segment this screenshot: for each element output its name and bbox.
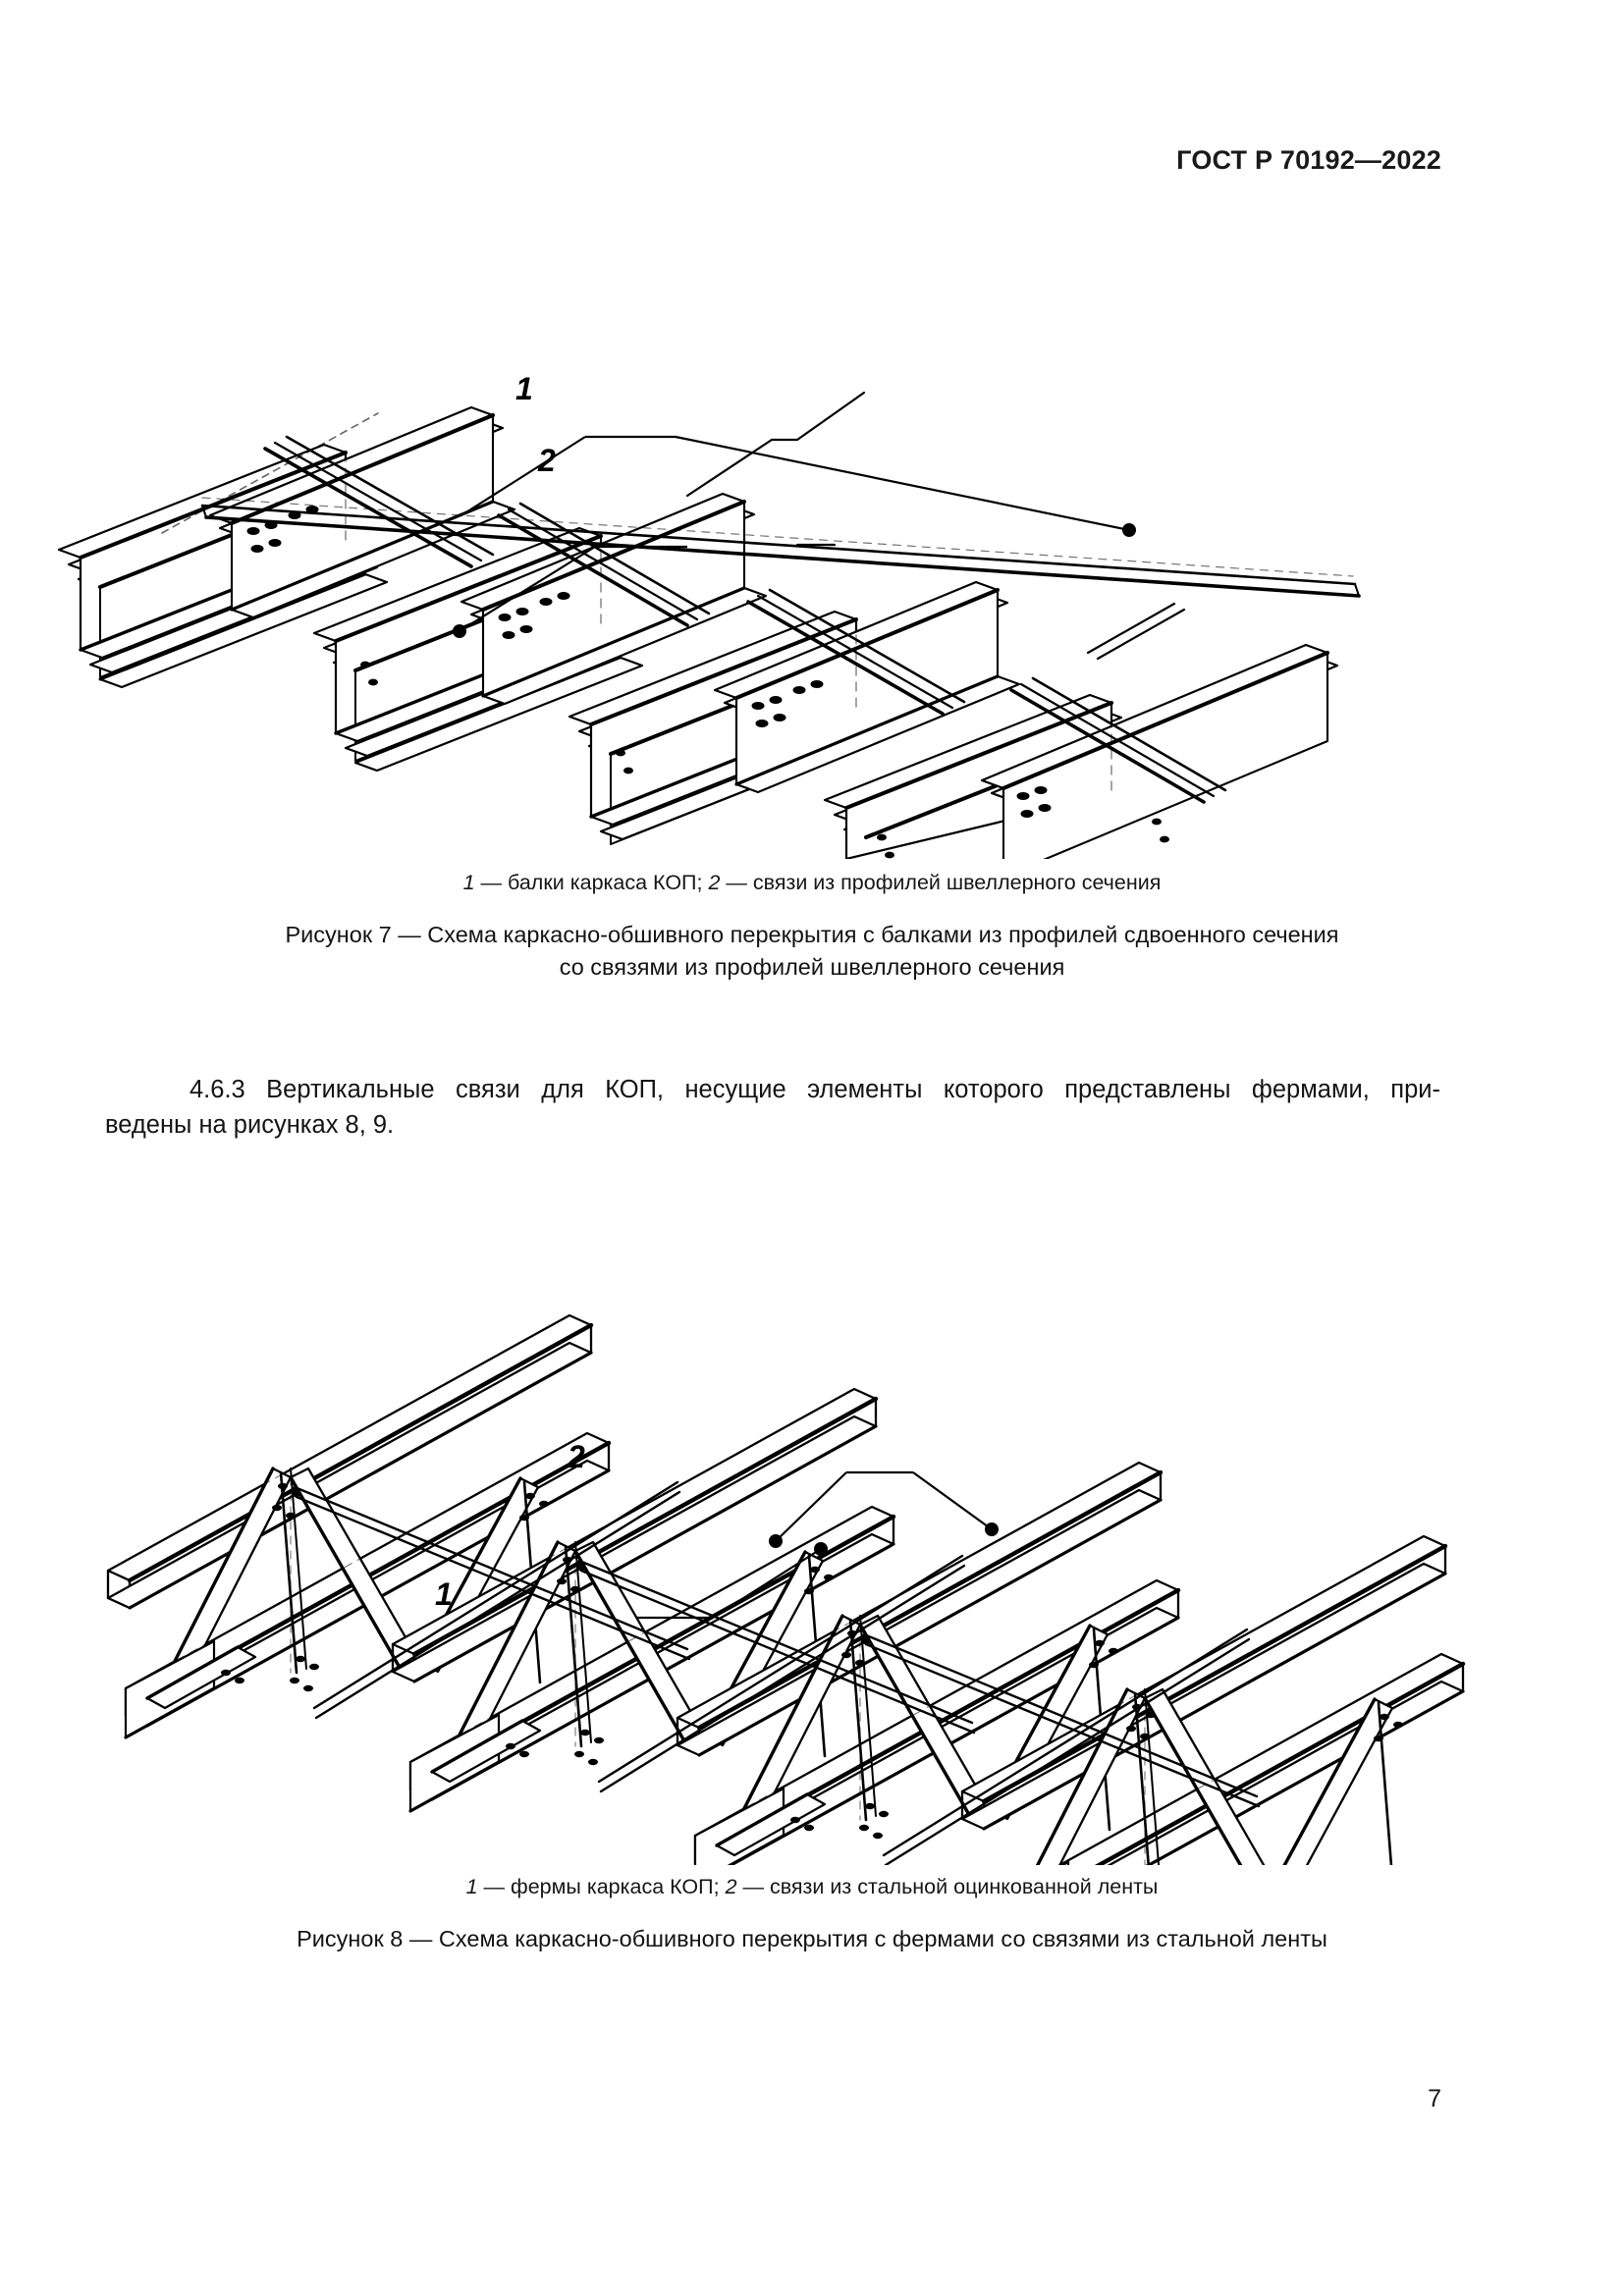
figure-8-legend-text-1: — фермы каркаса КОП; <box>477 1875 726 1898</box>
figure-7-drawing: 1 2 <box>0 221 1624 859</box>
section-4-6-3-line-1: 4.6.3 Вертикальные связи для КОП, несущи… <box>189 1076 1440 1103</box>
channel-braces <box>161 412 1227 804</box>
truss-4 <box>962 1536 1463 1865</box>
figure-8: 2 1 1 — фермы каркаса КОП; 2 — связи из … <box>0 1158 1624 1955</box>
callout-leaders <box>685 391 866 547</box>
running-head: ГОСТ Р 70192—2022 <box>1176 145 1441 175</box>
section-4-6-3-line-2: ведены на рисунках 8, 9. <box>105 1111 395 1140</box>
callout-leader-lines <box>453 435 1136 638</box>
figure-7-isometric-svg <box>57 391 1361 859</box>
figure-7: 1 2 1 — балки каркаса КОП; 2 — связи из … <box>0 221 1624 985</box>
truss-1 <box>108 1315 609 1737</box>
figure-8-isometric-svg <box>0 1158 1624 1865</box>
figure-7-caption-line-1: Рисунок 7 — Схема каркасно-обшивного пер… <box>285 922 1339 948</box>
figure-7-legend-num-1: 1 <box>462 871 475 894</box>
steel-strap-bracing <box>293 1480 1261 1865</box>
figure-8-legend: 1 — фермы каркаса КОП; 2 — связи из стал… <box>0 1873 1624 1901</box>
figure-7-callout-1: 1 <box>515 371 533 406</box>
figure-8-callout-1: 1 <box>435 1576 453 1612</box>
figure-7-callout-2: 2 <box>538 443 556 478</box>
figure-7-legend-num-2: 2 <box>708 871 721 894</box>
figure-7-caption: Рисунок 7 — Схема каркасно-обшивного пер… <box>0 919 1624 985</box>
figure-7-legend: 1 — балки каркаса КОП; 2 — связи из проф… <box>0 869 1624 897</box>
figure-8-legend-text-2: — связи из стальной оцинкованной ленты <box>736 1875 1159 1898</box>
figure-8-callout-2: 2 <box>568 1439 585 1474</box>
cross-beam-c <box>713 580 1021 794</box>
figure-8-drawing: 2 1 <box>0 1158 1624 1865</box>
figure-8-caption-line-1: Рисунок 8 — Схема каркасно-обшивного пер… <box>297 1926 1327 1952</box>
figure-7-legend-text-2: — связи из профилей швеллерного сечения <box>720 871 1162 894</box>
figure-8-caption: Рисунок 8 — Схема каркасно-обшивного пер… <box>0 1923 1624 1955</box>
figure-8-callout-leaders <box>636 1470 999 1620</box>
figure-8-legend-num-2: 2 <box>725 1875 737 1898</box>
section-4-6-3: 4.6.3 Вертикальные связи для КОП, несущи… <box>105 1072 1440 1143</box>
bolt-holes <box>246 506 1169 859</box>
page-number: 7 <box>1428 2085 1441 2112</box>
figure-8-legend-num-1: 1 <box>465 1875 478 1898</box>
figure-7-caption-line-2: со связями из профилей швеллерного сечен… <box>559 954 1065 981</box>
figure-7-legend-text-1: — балки каркаса КОП; <box>474 871 709 894</box>
